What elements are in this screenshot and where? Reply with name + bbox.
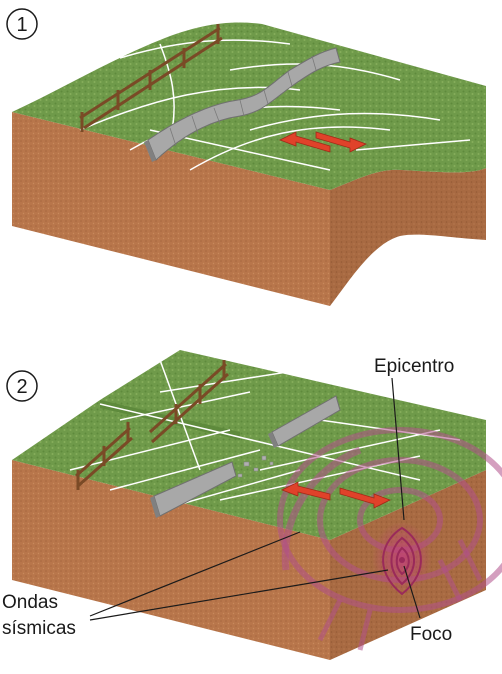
panel-1: 1 bbox=[6, 8, 486, 306]
panel-1-number: 1 bbox=[16, 14, 27, 36]
panel-1-soil-side bbox=[330, 168, 486, 306]
panel-2-grass-top bbox=[12, 350, 486, 540]
foco-leader-line bbox=[403, 565, 421, 619]
label-sismicas: sísmicas bbox=[2, 618, 76, 639]
panel-2-annotations: Epicentro Ondas sísmicas Foco bbox=[2, 356, 454, 645]
panel-2-soil-front bbox=[12, 460, 330, 660]
panel-2-arrow-right-icon bbox=[339, 487, 391, 509]
panel-1-fault-arrows bbox=[279, 131, 367, 153]
panel-1-stone-wall bbox=[144, 47, 341, 162]
panel-2-fault-arrows bbox=[281, 481, 391, 509]
panel-2-number-badge: 2 bbox=[6, 370, 38, 402]
ondas-leader-line-1 bbox=[89, 531, 301, 617]
panel-2: 2 Epicentro Ondas sísmicas Foco bbox=[2, 350, 502, 660]
label-epicentro: Epicentro bbox=[374, 356, 454, 377]
panel-2-fence bbox=[75, 360, 230, 490]
epicentro-leader-line bbox=[391, 377, 405, 521]
panel-2-focus bbox=[372, 522, 432, 596]
panel-1-soil-front bbox=[12, 112, 330, 306]
ondas-leader-line-2 bbox=[89, 569, 389, 621]
label-foco: Foco bbox=[410, 624, 452, 645]
panel-1-arrow-right-icon bbox=[315, 131, 367, 153]
panel-2-stone-wall bbox=[150, 395, 341, 518]
label-ondas: Ondas bbox=[2, 592, 58, 613]
panel-2-arrow-left-icon bbox=[281, 481, 331, 501]
panel-1-fence bbox=[79, 24, 223, 132]
panel-1-number-badge: 1 bbox=[6, 8, 38, 40]
panel-1-arrow-left-icon bbox=[279, 131, 331, 153]
panel-2-number: 2 bbox=[16, 376, 27, 398]
